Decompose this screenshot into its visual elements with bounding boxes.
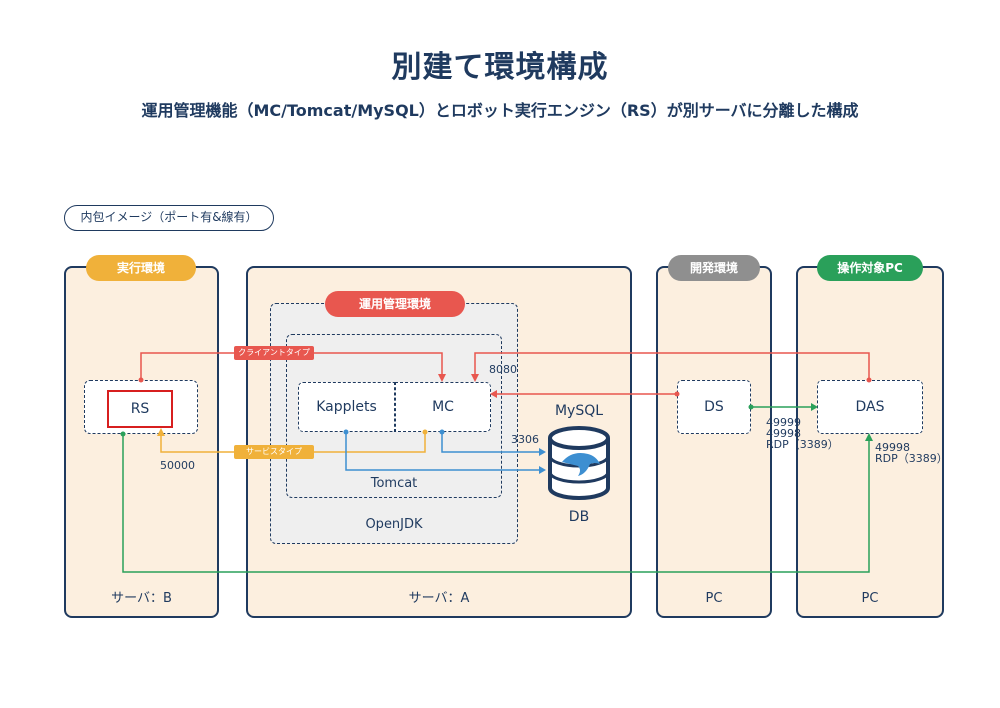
port-8080: 8080 (489, 363, 517, 376)
dolphin-icon (562, 453, 600, 476)
exec-env-badge: 実行環境 (86, 255, 196, 281)
legend-label: 内包イメージ（ポート有&線有） (64, 205, 274, 231)
server-b-label: サーバ：B (111, 591, 172, 606)
page-subtitle: 運用管理機能（MC/Tomcat/MySQL）とロボット実行エンジン（RS）が別… (141, 101, 859, 120)
das-port-rdp: RDP（3389） (875, 452, 948, 465)
tomcat-label: Tomcat (370, 476, 418, 491)
port-49999: 49999 (766, 416, 801, 429)
ops-env-badge: 運用管理環境 (325, 291, 465, 317)
mysql-label: MySQL (554, 403, 604, 419)
target-pc-badge: 操作対象PC (817, 255, 923, 281)
dev-env-badge: 開発環境 (668, 255, 760, 281)
port-rdp: RDP（3389） (766, 438, 839, 451)
openjdk-label: OpenJDK (365, 517, 423, 532)
server-a-label: サーバ：A (408, 591, 470, 606)
target-pc-label: PC (861, 591, 879, 606)
dev-pc-label: PC (705, 591, 723, 606)
db-label: DB (568, 509, 590, 525)
kapplets-db-line (345, 432, 542, 471)
page-title: 別建て環境構成 (391, 50, 609, 85)
das-port-49998: 49998 (875, 441, 910, 454)
mc-db-line (441, 432, 542, 453)
port-50000: 50000 (160, 459, 195, 472)
service-type-tag: サービスタイプ (234, 445, 314, 459)
das-mc-line (474, 352, 870, 380)
client-type-tag: クライアントタイプ (234, 346, 314, 360)
port-49998: 49998 (766, 427, 801, 440)
rs-box[interactable]: RS (107, 390, 173, 428)
database-icon (548, 426, 610, 500)
ds-box[interactable]: DS (677, 380, 751, 434)
rs-das-line (122, 434, 870, 573)
kapplets-box[interactable]: Kapplets (298, 382, 395, 432)
server-b-panel: サーバ：B (64, 266, 219, 618)
port-3306: 3306 (511, 433, 539, 446)
mc-box[interactable]: MC (395, 382, 491, 432)
